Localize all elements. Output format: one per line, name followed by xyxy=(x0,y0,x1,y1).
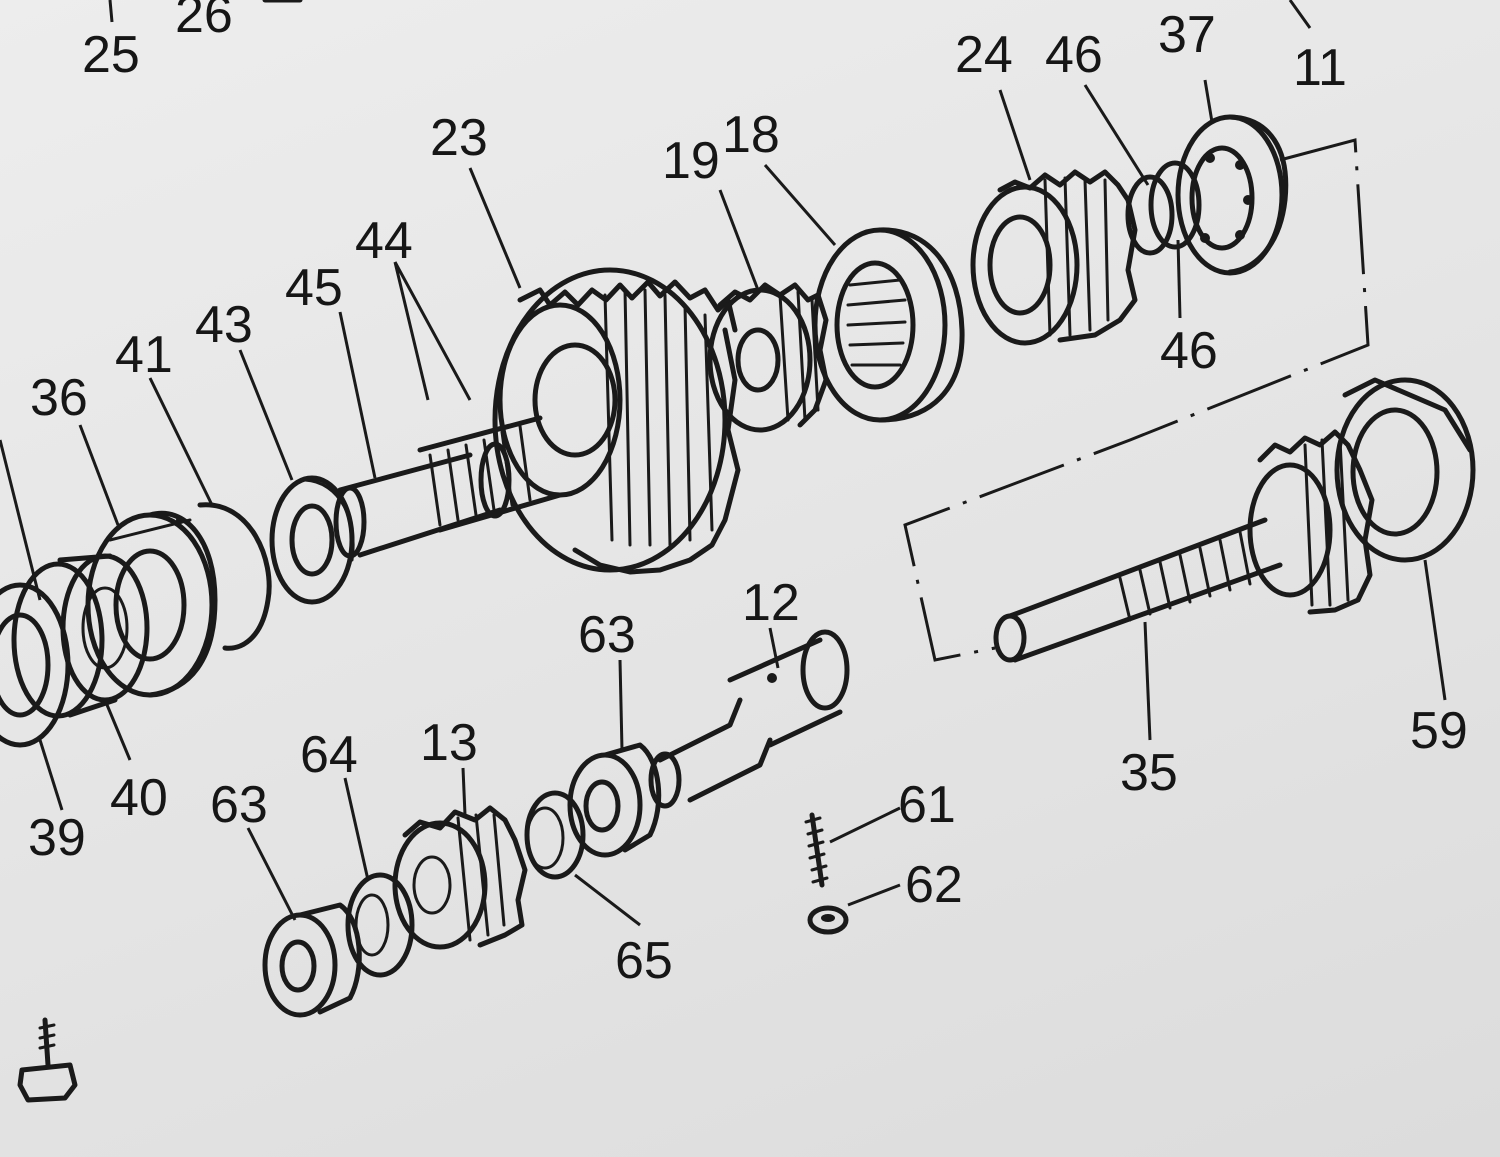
callout-35: 35 xyxy=(1120,744,1178,802)
part-63-upper-bearing xyxy=(567,742,662,858)
callout-12: 12 xyxy=(742,574,800,632)
part-63-lower-bearing xyxy=(262,902,362,1018)
callout-25: 25 xyxy=(82,26,140,84)
part-36-bearing xyxy=(85,510,218,698)
bolt xyxy=(17,1017,78,1103)
part-62-nut xyxy=(807,905,849,935)
callout-19: 19 xyxy=(662,132,720,190)
part-46-spacer-rings xyxy=(1125,160,1202,256)
callout-43: 43 xyxy=(195,296,253,354)
callout-65: 65 xyxy=(615,932,673,990)
callout-13: 13 xyxy=(420,714,478,772)
top-left-fragments xyxy=(108,0,1312,29)
callout-63-upper: 63 xyxy=(578,606,636,664)
part-13-cluster-gear xyxy=(392,805,528,950)
part-23-large-gear xyxy=(492,267,741,575)
leader-lines xyxy=(0,79,1447,927)
callout-37: 37 xyxy=(1158,6,1216,64)
callout-24: 24 xyxy=(955,26,1013,84)
callout-46-top: 46 xyxy=(1045,26,1103,84)
assembly-bracket xyxy=(903,138,1370,662)
part-45-sleeve-and-needle-bearings xyxy=(333,415,563,559)
callout-numbers: 25 26 11 37 46 24 46 23 19 18 44 45 43 4… xyxy=(28,0,1468,990)
callout-45: 45 xyxy=(285,259,343,317)
callout-11: 11 xyxy=(1293,39,1347,97)
callout-63-lower: 63 xyxy=(210,776,268,834)
callout-23: 23 xyxy=(430,109,488,167)
part-19-small-gear xyxy=(707,282,829,433)
part-18-synchro-hub xyxy=(812,227,965,423)
part-43-washer xyxy=(269,475,355,605)
part-24-gear xyxy=(970,169,1138,346)
callout-41: 41 xyxy=(115,326,173,384)
part-59-thrust-washer xyxy=(1334,377,1476,563)
callout-59: 59 xyxy=(1410,702,1468,760)
callout-39: 39 xyxy=(28,809,86,867)
callout-40: 40 xyxy=(110,769,168,827)
callout-44: 44 xyxy=(355,212,413,270)
part-35-output-shaft xyxy=(993,429,1375,663)
part-65-ring xyxy=(524,790,586,880)
part-37-bearing xyxy=(1175,114,1289,276)
left-bearing-stack xyxy=(0,553,150,748)
callout-46-bottom: 46 xyxy=(1160,322,1218,380)
callout-36: 36 xyxy=(30,369,88,427)
callout-61: 61 xyxy=(898,776,956,834)
part-41-snap-ring xyxy=(176,502,272,651)
callout-18: 18 xyxy=(722,106,780,164)
callout-62: 62 xyxy=(905,856,963,914)
callout-64: 64 xyxy=(300,726,358,784)
part-12-countershaft xyxy=(648,629,850,809)
callout-26: 26 xyxy=(175,0,233,44)
part-61-stud xyxy=(804,812,829,888)
